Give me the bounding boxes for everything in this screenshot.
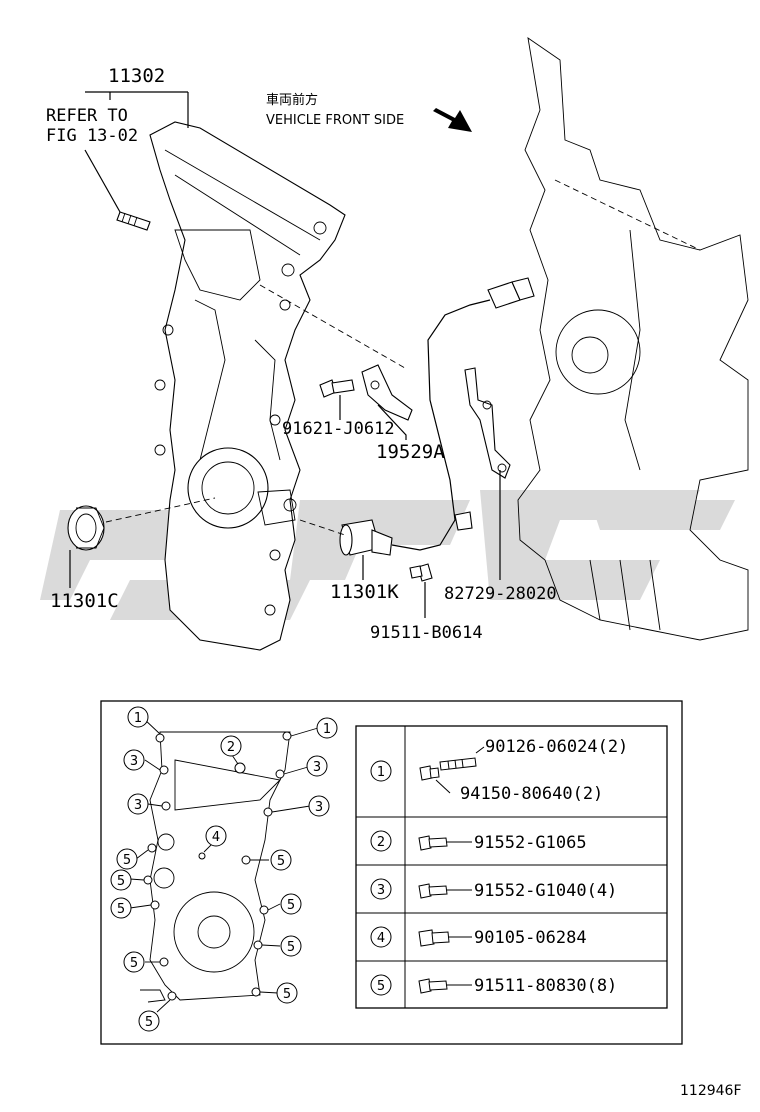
- table-part-91552-G1065: 91552-G1065: [474, 833, 587, 853]
- seal-dashed-line: [105, 497, 216, 523]
- callout-91511-B0614: 91511-B0614: [370, 623, 483, 643]
- callout-11301C: 11301C: [50, 590, 119, 612]
- map-label-5a: 5: [123, 853, 131, 868]
- bolt-table: 1 2 3 4 5 90126-06024(2) 94150-80640(2) …: [355, 725, 668, 1009]
- inset-cover-outline: [140, 731, 291, 1003]
- direction-label-en: VEHICLE FRONT SIDE: [266, 113, 404, 128]
- timing-cover: [149, 121, 346, 651]
- table-key-3: 3: [377, 883, 385, 898]
- sensor-connector: [487, 277, 535, 309]
- bracket-dashed-line: [259, 284, 406, 369]
- map-label-5c: 5: [117, 874, 125, 889]
- crank-sensor-11301K: [339, 519, 393, 556]
- map-label-1a: 1: [134, 711, 142, 726]
- map-label-5b: 5: [277, 854, 285, 869]
- table-part-91552-G1040: 91552-G1040(4): [474, 881, 617, 901]
- map-label-4: 4: [212, 830, 220, 845]
- bolt-91621: [319, 379, 355, 398]
- oil-seal: [67, 505, 105, 551]
- leader-refer: [84, 149, 121, 213]
- vehicle-front-arrow: [433, 108, 472, 132]
- inset-number-circles: [110, 706, 338, 1032]
- map-label-5i: 5: [145, 1015, 153, 1030]
- callout-refer-line1: REFER TO: [46, 106, 128, 126]
- table-key-4: 4: [377, 931, 385, 946]
- callout-refer-line2: FIG 13-02: [46, 126, 138, 146]
- sensor-dashed-line: [299, 519, 346, 536]
- leader-19529A: [377, 404, 407, 440]
- wire-clip: [454, 511, 473, 531]
- inset-number-labels: 1 1 2 3 3 3 3 4 5 5 5 5 5 5 5 5 5: [117, 711, 331, 1030]
- table-part-90105: 90105-06284: [474, 928, 587, 948]
- map-label-5g: 5: [130, 956, 138, 971]
- map-label-3d: 3: [315, 800, 323, 815]
- callout-82729-28020: 82729-28020: [444, 584, 557, 604]
- map-label-3b: 3: [313, 760, 321, 775]
- sensor-bracket-82729: [464, 367, 511, 479]
- inset-leaders: [129, 717, 319, 1013]
- map-label-1b: 1: [323, 722, 331, 737]
- map-label-5f: 5: [287, 940, 295, 955]
- engine-block-outline: [517, 37, 749, 641]
- stud-bolt: [116, 211, 151, 231]
- map-label-5e: 5: [117, 902, 125, 917]
- direction-label-jp: 車両前方: [266, 92, 318, 108]
- table-key-2: 2: [377, 835, 385, 850]
- bolt-91511-B0614: [409, 563, 433, 582]
- sensor-wire: [391, 299, 491, 551]
- callout-11301K: 11301K: [330, 581, 399, 603]
- table-part-90126: 90126-06024(2): [485, 737, 628, 757]
- map-label-5h: 5: [283, 987, 291, 1002]
- map-label-5d: 5: [287, 898, 295, 913]
- callout-11302: 11302: [108, 65, 165, 87]
- leader-11302: [85, 91, 189, 128]
- table-key-1: 1: [377, 765, 385, 780]
- bolt-location-panel: [100, 700, 683, 1045]
- bolt-location-dots: [143, 731, 292, 1001]
- callout-91621-J0612: 91621-J0612: [282, 419, 395, 439]
- table-key-5: 5: [377, 979, 385, 994]
- table-bolt-icons: [418, 757, 477, 994]
- callout-19529A: 19529A: [376, 441, 445, 463]
- map-label-3a: 3: [130, 754, 138, 769]
- map-label-2: 2: [227, 740, 235, 755]
- map-label-3c: 3: [134, 798, 142, 813]
- bracket-19529A: [361, 364, 413, 421]
- figure-id: 112946F: [680, 1083, 742, 1099]
- table-part-91511-80830: 91511-80830(8): [474, 976, 617, 996]
- table-part-94150: 94150-80640(2): [460, 784, 603, 804]
